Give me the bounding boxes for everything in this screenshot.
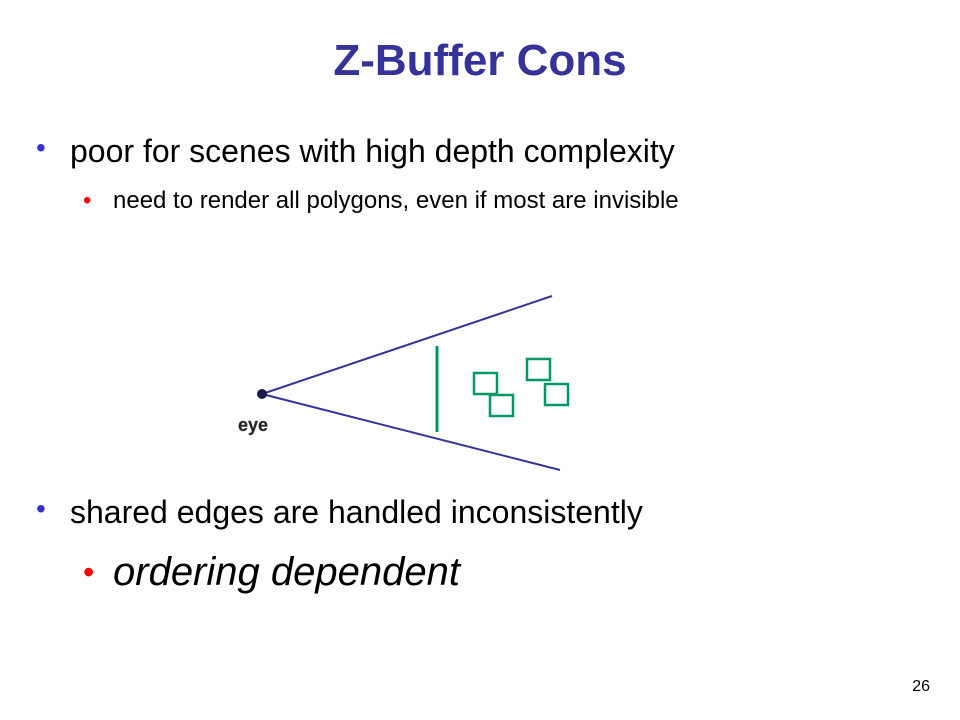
eye-point (257, 389, 267, 399)
hidden-polygon-4 (543, 382, 570, 407)
hidden-polygon-3 (525, 357, 552, 382)
hidden-polygon-2 (488, 393, 515, 418)
sub-bullet-marker: • (83, 554, 95, 590)
bullet-item-shared-edges: • shared edges are handled inconsistentl… (36, 492, 643, 532)
sub-bullet-item-render-all: • need to render all polygons, even if m… (83, 186, 783, 216)
frustum-upper-edge (261, 295, 553, 395)
eye-label: eye (238, 415, 268, 435)
bullet-text: poor for scenes with high depth complexi… (70, 133, 675, 169)
bullet-marker: • (36, 493, 46, 524)
bullet-marker: • (36, 132, 46, 163)
hidden-polygon-1 (472, 371, 499, 396)
frustum-lower-edge (261, 393, 561, 471)
page-number: 26 (912, 678, 930, 695)
sub-bullet-marker: • (83, 187, 92, 214)
sub-bullet-text: need to render all polygons, even if mos… (113, 187, 679, 214)
bullet-text: shared edges are handled inconsistently (70, 494, 643, 530)
slide-title: Z-Buffer Cons (333, 36, 627, 85)
bullet-item-depth-complexity: • poor for scenes with high depth comple… (36, 131, 675, 171)
sub-bullet-item-ordering: • ordering dependent (83, 548, 460, 596)
sub-bullet-text: ordering dependent (113, 550, 460, 594)
